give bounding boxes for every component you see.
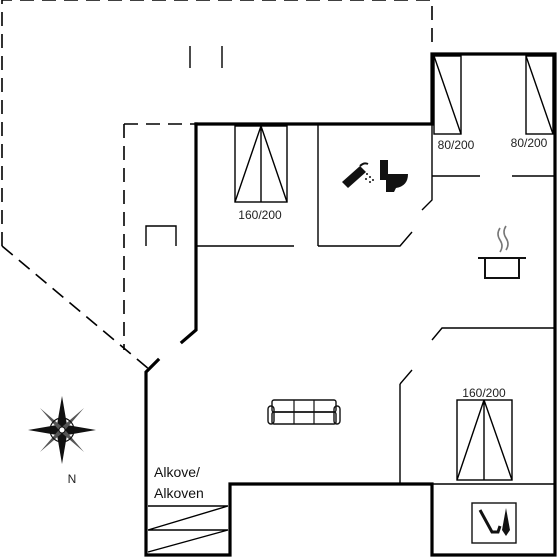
single-bed-2 bbox=[525, 55, 554, 135]
terrace-outline bbox=[1, 0, 433, 371]
bed-size-label: 80/200 bbox=[511, 136, 548, 150]
single-bed-1 bbox=[433, 55, 462, 135]
alcove-label: Alkove/ bbox=[154, 464, 200, 480]
compass-rose-icon bbox=[28, 396, 96, 464]
toilet-icon bbox=[380, 160, 408, 192]
interior-walls bbox=[196, 124, 555, 485]
double-bed-1 bbox=[234, 125, 288, 203]
shower-icon bbox=[342, 162, 374, 188]
outer-walls bbox=[144, 52, 557, 557]
bed-size-label: 160/200 bbox=[462, 386, 506, 400]
north-label: N bbox=[68, 472, 77, 486]
bed-size-label: 160/200 bbox=[238, 208, 282, 222]
alcove-label: Alkoven bbox=[154, 485, 204, 501]
cooking-pot-icon bbox=[478, 225, 526, 279]
stove-tools-icon bbox=[471, 502, 517, 544]
double-bed-2 bbox=[456, 399, 513, 481]
bed-size-label: 80/200 bbox=[438, 138, 475, 152]
sofa-icon bbox=[267, 399, 341, 425]
alcove-steps bbox=[147, 505, 229, 553]
